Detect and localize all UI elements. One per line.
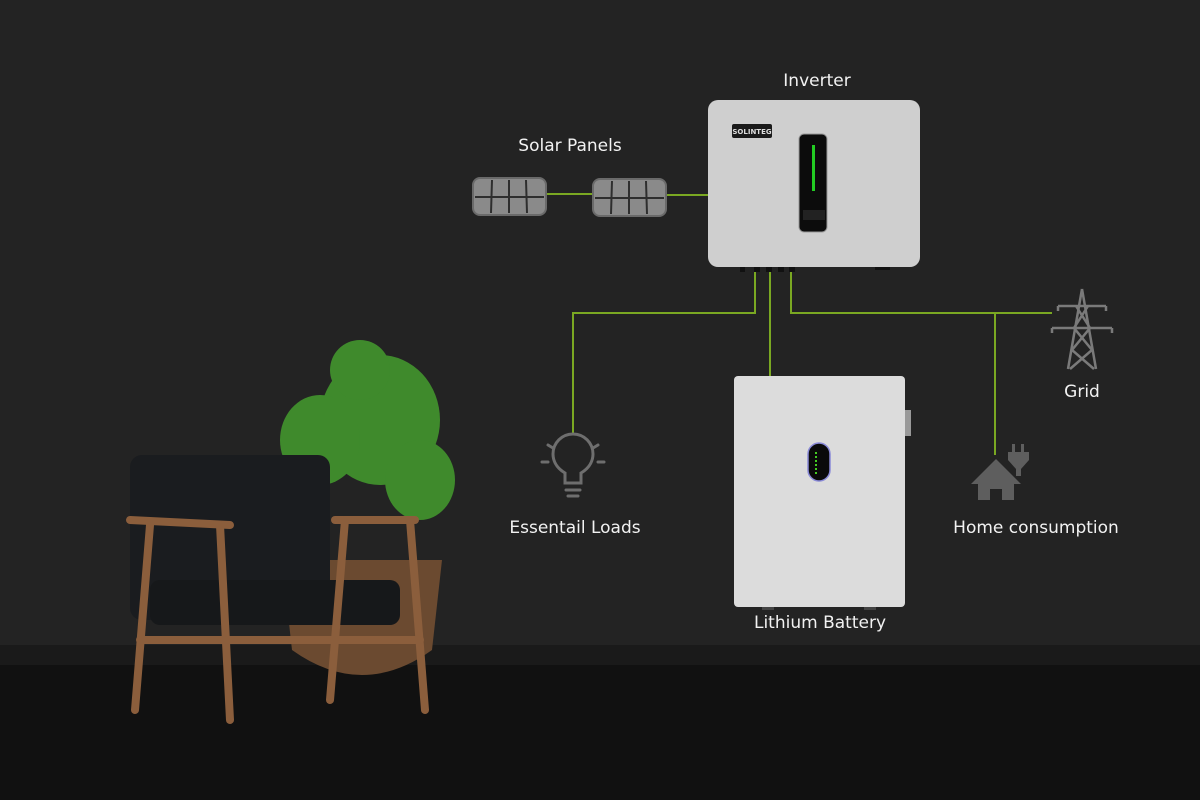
baseboard — [0, 645, 1200, 665]
solar-panel-icon — [472, 177, 547, 216]
power-pylon-icon — [1050, 288, 1114, 370]
battery-indicator — [807, 442, 831, 482]
lightbulb-icon — [540, 432, 606, 498]
home-plug-icon — [971, 444, 1029, 500]
label-grid: Grid — [1064, 382, 1100, 402]
label-lithium-battery: Lithium Battery — [753, 613, 887, 633]
svg-text:SOLINTEG: SOLINTEG — [732, 128, 771, 136]
inverter-led — [812, 145, 815, 191]
solar-panel-icon — [592, 178, 667, 217]
label-inverter: Inverter — [783, 71, 851, 91]
label-home-consumption: Home consumption — [953, 518, 1119, 538]
lithium-battery-device — [734, 376, 911, 610]
label-solar-panels: Solar Panels — [518, 136, 622, 156]
floor — [0, 665, 1200, 800]
brand-logo — [732, 124, 772, 138]
wire-essential-loads — [572, 270, 756, 435]
armchair-decoration — [126, 455, 429, 724]
wire-grid — [790, 270, 1052, 314]
wires — [546, 193, 1052, 455]
inverter-device: SOLINTEG — [708, 100, 920, 272]
label-essential-loads: Essentail Loads — [509, 518, 641, 538]
